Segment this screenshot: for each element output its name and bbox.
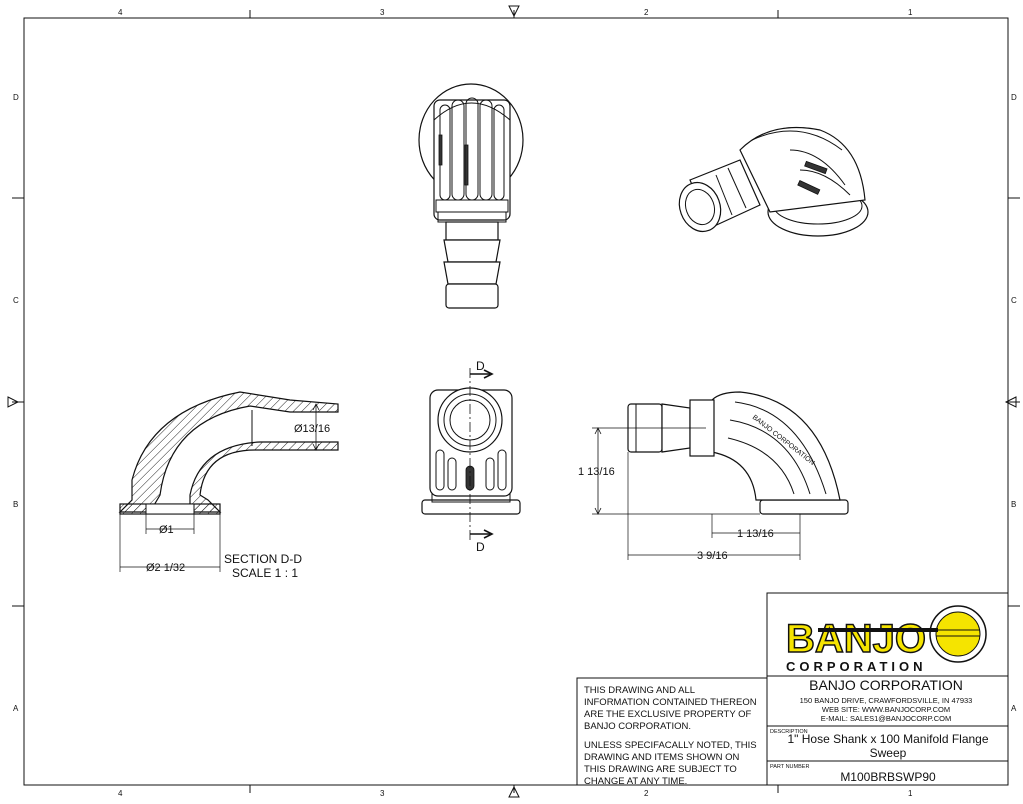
part-number: M100BRBSWP90 <box>840 770 936 784</box>
side-view: BANJO CORPORATION 1 13/16 1 13/16 3 9/16 <box>578 391 849 562</box>
company-name: BANJO CORPORATION <box>809 677 963 693</box>
part-number-label: PART NUMBER <box>770 764 809 770</box>
front-view: D D <box>421 359 521 554</box>
zone-col-top: 4 <box>118 8 123 17</box>
zone-col-bottom: 3 <box>380 789 385 798</box>
title-block: BANJO CORPORATION BANJO CORPORATION 150 … <box>576 592 1009 787</box>
top-view <box>418 83 524 309</box>
notice-1-line: ARE THE EXCLUSIVE PROPERTY OF <box>584 709 752 720</box>
company-address: 150 BANJO DRIVE, CRAWFORDSVILLE, IN 4793… <box>800 696 973 705</box>
zone-labels: 4 3 2 1 4 3 2 1 D C B A D C B A <box>13 8 1017 798</box>
zone-row-right: B <box>1011 500 1016 509</box>
section-label: SECTION D-D <box>224 552 302 566</box>
dim-height-label: 1 13/16 <box>578 466 615 478</box>
section-view: Ø13/16 Ø1 Ø2 1/32 SECTION D-D SCALE 1 : … <box>118 391 339 580</box>
notice-2-line: DRAWING AND ITEMS SHOWN ON <box>584 752 739 763</box>
zone-col-bottom: 2 <box>644 789 649 798</box>
zone-row-left: B <box>13 500 18 509</box>
dim-inner-label: Ø1 <box>159 524 174 536</box>
notice-1-line: INFORMATION CONTAINED THEREON <box>584 697 757 708</box>
section-scale: SCALE 1 : 1 <box>232 566 298 580</box>
section-mark-bottom: D <box>476 540 485 554</box>
isometric-view <box>678 126 869 237</box>
description-line-1: 1" Hose Shank x 100 Manifold Flange <box>787 732 988 746</box>
zone-col-top: 1 <box>908 8 913 17</box>
zone-col-bottom: 1 <box>908 789 913 798</box>
notice-1-line: THIS DRAWING AND ALL <box>584 685 695 696</box>
dim-length-label: 3 9/16 <box>697 550 728 562</box>
company-email: E-MAIL: SALES1@BANJOCORP.COM <box>821 714 951 723</box>
zone-row-left: C <box>13 296 19 305</box>
dim-bore-label: Ø13/16 <box>294 423 330 435</box>
zone-col-bottom: 4 <box>118 789 123 798</box>
company-website: WEB SITE: WWW.BANJOCORP.COM <box>822 705 950 714</box>
zone-col-top: 2 <box>644 8 649 17</box>
zone-row-left: D <box>13 93 19 102</box>
description-line-2: Sweep <box>870 746 907 760</box>
drawing-frame <box>7 5 1020 798</box>
zone-row-right: D <box>1011 93 1017 102</box>
logo-subtext: CORPORATION <box>786 659 927 674</box>
notice-2-line: UNLESS SPECIFACALLY NOTED, THIS <box>584 740 757 751</box>
section-mark-top: D <box>476 359 485 373</box>
logo-word: BANJO <box>786 617 926 661</box>
zone-row-right: A <box>1011 704 1017 713</box>
banjo-logo: BANJO CORPORATION <box>785 605 987 674</box>
notice-2-line: THIS DRAWING ARE SUBJECT TO <box>584 764 737 775</box>
dim-outer-label: Ø2 1/32 <box>146 562 185 574</box>
notice-2-line: CHANGE AT ANY TIME. <box>584 776 687 787</box>
zone-row-right: C <box>1011 296 1017 305</box>
description-label: DESCRIPTION <box>770 729 808 735</box>
notice-1-line: BANJO CORPORATION. <box>584 721 691 732</box>
zone-col-top: 3 <box>380 8 385 17</box>
zone-row-left: A <box>13 704 19 713</box>
dim-offset-label: 1 13/16 <box>737 528 774 540</box>
